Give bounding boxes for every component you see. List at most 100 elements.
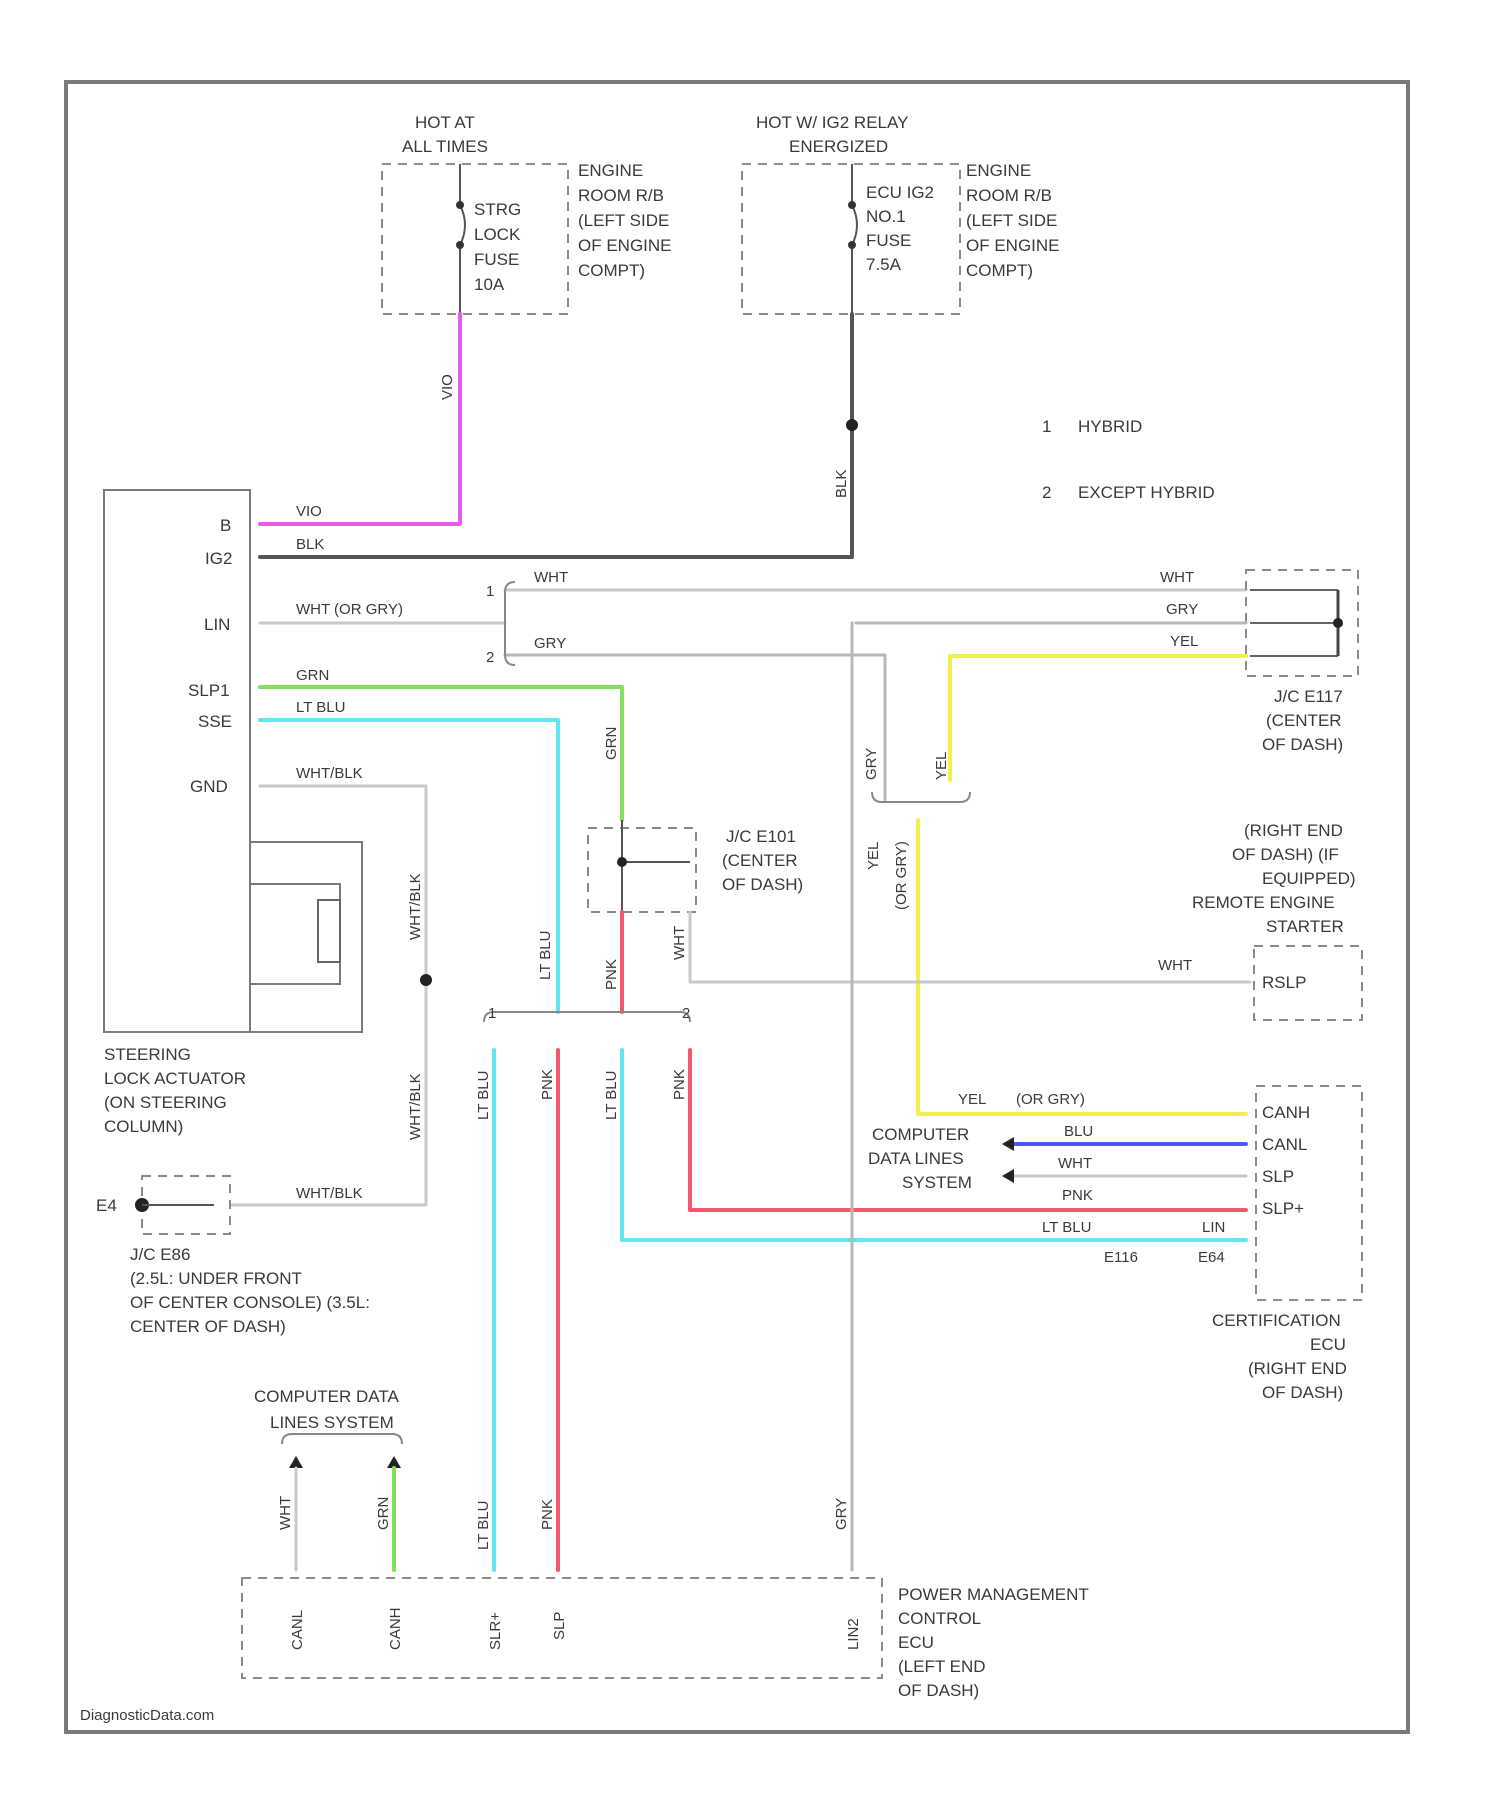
jc-e101-label-2: (CENTER [722, 851, 798, 870]
pm-wire-ltblu: LT BLU [475, 1501, 492, 1550]
pm-pin-slp: SLP [551, 1612, 568, 1640]
cert-label-2: ECU [1310, 1335, 1346, 1354]
fuse1-hot-line2: ALL TIMES [402, 137, 488, 156]
pm-pin-canl: CANL [289, 1610, 306, 1650]
wire-lin-gry [505, 655, 885, 800]
yel-gry-bracket [872, 792, 970, 802]
ground-label: E4 [96, 1196, 117, 1215]
pm-pin-canh: CANH [387, 1607, 404, 1650]
wire-label-pnk-1: PNK [603, 959, 620, 990]
pm-label-2: CONTROL [898, 1609, 981, 1628]
fuse1-symbol [460, 205, 465, 245]
pm-label-3: ECU [898, 1633, 934, 1652]
lbl-pnk-l: PNK [539, 1069, 556, 1100]
watermark: DiagnosticData.com [80, 1707, 214, 1724]
fuse1-loc-3: (LEFT SIDE [578, 211, 669, 230]
fuse2-hot-line2: ENERGIZED [789, 137, 888, 156]
fuse2-loc-1: ENGINE [966, 161, 1031, 180]
pm-wire-grn: GRN [375, 1497, 392, 1530]
pm-label-1: POWER MANAGEMENT [898, 1585, 1089, 1604]
pin-gnd: GND [190, 777, 228, 796]
jc-e117-label-2: (CENTER [1266, 711, 1342, 730]
wire-label-gry-mid: GRY [863, 748, 880, 780]
cert-wire-yel: YEL [958, 1091, 986, 1108]
remote-starter-label-4: REMOTE ENGINE [1192, 893, 1335, 912]
pin-ig2: IG2 [205, 549, 232, 568]
lin-branch-bracket [505, 582, 515, 665]
wire-label-ltblu: LT BLU [296, 699, 345, 716]
legend-1-text: HYBRID [1078, 417, 1142, 436]
wire-label-blk: BLK [296, 536, 324, 553]
remote-starter-label-5: STARTER [1266, 917, 1344, 936]
wire-label-ltblu-vertical: LT BLU [537, 931, 554, 980]
arrow-canl [1002, 1137, 1014, 1151]
pm-wire-pnk: PNK [539, 1499, 556, 1530]
fuse2-symbol [852, 205, 857, 245]
remote-starter-label-3: EQUIPPED) [1262, 869, 1356, 888]
fuse2-name-3: FUSE [866, 231, 911, 250]
fuse1-name-1: STRG [474, 200, 521, 219]
cert-wire-yel-or: (OR GRY) [1016, 1091, 1085, 1108]
cert-pin-lin: LIN [1202, 1219, 1225, 1236]
cert-data-1: COMPUTER [872, 1125, 969, 1144]
wire-label-yel-lower: YEL [865, 842, 882, 870]
pin-b: B [220, 516, 231, 535]
cert-pin-canh: CANH [1262, 1103, 1310, 1122]
cert-label-4: OF DASH) [1262, 1383, 1343, 1402]
lbl-ltblu-r: LT BLU [603, 1071, 620, 1120]
pm-label-4: (LEFT END [898, 1657, 986, 1676]
jc-e117-label-1: J/C E117 [1274, 687, 1343, 706]
branch-num-2: 2 [486, 649, 494, 666]
branch-num-1: 1 [486, 583, 494, 600]
cert-pin-slp: SLP [1262, 1167, 1294, 1186]
fuse2-loc-3: (LEFT SIDE [966, 211, 1057, 230]
jc-e101-label-3: OF DASH) [722, 875, 803, 894]
pin-slp1: SLP1 [188, 681, 230, 700]
pm-wire-gry: GRY [833, 1498, 850, 1530]
jc-e101-label-1: J/C E101 [726, 827, 796, 846]
cert-wire-wht: WHT [1058, 1155, 1092, 1172]
arrow-slp [1002, 1169, 1014, 1183]
fuse2-hot-line1: HOT W/ IG2 RELAY [756, 113, 908, 132]
fuse2-name-4: 7.5A [866, 255, 902, 274]
cert-label-1: CERTIFICATION [1212, 1311, 1341, 1330]
fuse1-name-2: LOCK [474, 225, 521, 244]
fuse1-name-4: 10A [474, 275, 505, 294]
steering-lock-label-1: STEERING [104, 1045, 191, 1064]
wire-label-gry-top: GRY [534, 635, 566, 652]
pm-pin-slr: SLR+ [487, 1612, 504, 1650]
fuse2-loc-4: OF ENGINE [966, 236, 1060, 255]
steering-lock-label-3: (ON STEERING [104, 1093, 227, 1112]
splice-whtblk [420, 974, 432, 986]
cert-pin-slpplus: SLP+ [1262, 1199, 1304, 1218]
cert-label-3: (RIGHT END [1248, 1359, 1347, 1378]
fuse2-name-1: ECU IG2 [866, 183, 934, 202]
wire-label-whtblk: WHT/BLK [296, 765, 363, 782]
wire-label-grn-vertical: GRN [603, 727, 620, 760]
wire-ltblu-sse [260, 720, 558, 1012]
wire-blk-ig2 [260, 314, 852, 557]
mid-branch-1: 1 [488, 1005, 496, 1022]
fuse1-loc-4: OF ENGINE [578, 236, 672, 255]
pin-lin: LIN [204, 615, 230, 634]
wire-label-wht-top: WHT [534, 569, 568, 586]
lbl-ltblu-l: LT BLU [475, 1071, 492, 1120]
fuse1-name-3: FUSE [474, 250, 519, 269]
fuse2-loc-2: ROOM R/B [966, 186, 1052, 205]
wire-label-whtblk-vertical-1: WHT/BLK [407, 873, 424, 940]
cert-data-2: DATA LINES [868, 1149, 964, 1168]
pm-data-bracket [282, 1434, 402, 1444]
cert-wire-blu: BLU [1064, 1123, 1093, 1140]
wire-label-blk-vertical: BLK [833, 470, 850, 498]
jc-e117-label-3: OF DASH) [1262, 735, 1343, 754]
e117-yel: YEL [1170, 633, 1198, 650]
jc-e86-label-4: CENTER OF DASH) [130, 1317, 286, 1336]
fuse2-loc-5: COMPT) [966, 261, 1033, 280]
wire-yel-down [918, 820, 1246, 1114]
cert-conn-e116: E116 [1104, 1249, 1138, 1266]
wire-label-lin: WHT (OR GRY) [296, 601, 403, 618]
pm-label-5: OF DASH) [898, 1681, 979, 1700]
fuse1-hot-line1: HOT AT [415, 113, 475, 132]
cert-pin-canl: CANL [1262, 1135, 1307, 1154]
pm-data-label-1: COMPUTER DATA [254, 1387, 399, 1406]
